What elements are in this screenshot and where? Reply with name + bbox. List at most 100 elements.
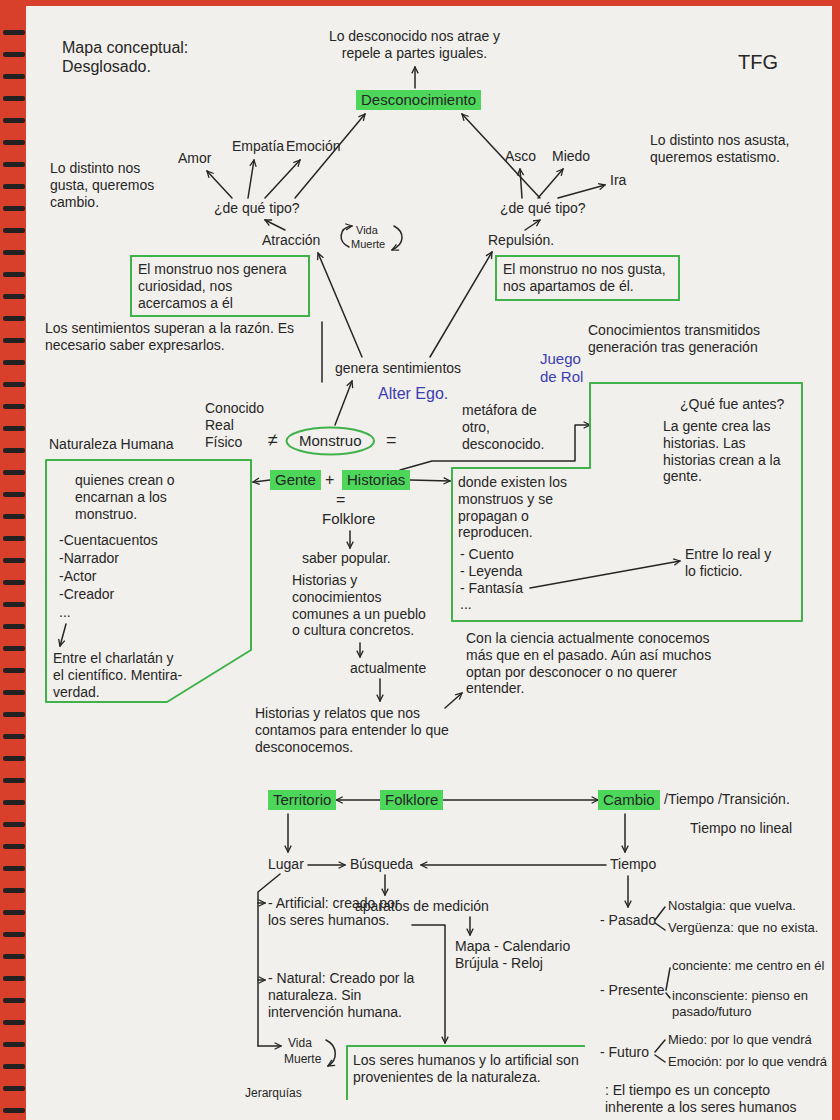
node-text: Territorio [273, 791, 331, 809]
node-text: : El tiempo es un concepto inherente a l… [605, 1082, 810, 1116]
note-text: Miedo: por lo que vendrá [668, 1032, 812, 1048]
arrow-line [287, 814, 289, 852]
arrow-line [525, 220, 540, 230]
arrow-line [462, 114, 540, 198]
note-text: ≠ [268, 430, 278, 452]
note-text: Folklore [322, 510, 375, 528]
highlighted-concept: Territorio [268, 790, 336, 810]
arrow-line [359, 643, 361, 657]
node-text: Desconocimiento [361, 91, 476, 109]
node-text: -Cuentacuentos [59, 532, 158, 549]
arrow-line [520, 169, 522, 198]
highlighted-concept: Cambio [598, 790, 660, 810]
note-text: - Presente [600, 982, 665, 999]
note-text: Vergüenza: que no exista. [668, 920, 818, 936]
note-text: Vida [288, 1036, 312, 1050]
note-text: Empatía [232, 138, 284, 155]
note-text: Tiempo [610, 856, 656, 873]
node-text: ¿Qué fue antes? [680, 396, 784, 413]
note-text: actualmente [350, 660, 426, 677]
node-text: Historias [347, 471, 405, 489]
fork-lines [655, 1040, 665, 1062]
arrow-line [624, 814, 626, 852]
arrow-line [379, 679, 381, 701]
note-text: Muerte [284, 1052, 321, 1066]
note-text: Amor [178, 150, 211, 167]
arrow-line [207, 171, 232, 198]
node-text: -Creador [59, 586, 114, 603]
note-text: Miedo [552, 148, 590, 165]
note-text: Con la ciencia actualmente conocemos más… [466, 630, 721, 697]
node-text: ... [460, 596, 472, 613]
note-text: Historias y conocimientos comunes a un p… [292, 572, 432, 639]
note-text: Los sentimientos superan a la razón. Es … [45, 320, 307, 354]
note-text: Historias y relatos que nos contamos par… [255, 705, 470, 755]
node-text: -Narrador [59, 550, 119, 567]
note-text: - Natural: Creado por la naturaleza. Sin… [268, 970, 438, 1020]
grouping-region: Conocimientos transmitidos generación tr… [450, 318, 805, 623]
note-text: Emoción: por lo que vendrá [668, 1054, 827, 1070]
fork-lines [666, 968, 670, 998]
arrow-line [530, 561, 680, 588]
node-text: Conocimientos transmitidos generación tr… [588, 322, 800, 356]
note-text: Emoción [286, 138, 340, 155]
fork-lines [655, 907, 665, 930]
map-title: Mapa conceptual: Desglosado. [62, 38, 202, 76]
node-text: quienes crean o encarnan a los monstruo. [75, 472, 185, 522]
arrow-line [414, 67, 416, 88]
arrow-line [627, 876, 629, 907]
note-text: Búsqueda [350, 856, 413, 873]
highlighted-concept: Gente [270, 470, 321, 490]
note-text: ¿de qué tipo? [500, 200, 586, 217]
arrow-line [258, 902, 265, 904]
arrow-line [265, 160, 300, 198]
note-text: Conocido Real Físico [205, 400, 265, 450]
connector-arrow [443, 799, 598, 801]
node-text: Entre lo real y lo ficticio. [685, 546, 780, 580]
node-text: Entre el charlatán y el científico. Ment… [53, 650, 188, 700]
node-text: - Leyenda [460, 563, 522, 580]
note-text: Atracción [262, 232, 320, 249]
note-text: TFG [738, 50, 778, 74]
highlighted-concept: Folklore [380, 790, 443, 810]
arrow-line [60, 624, 66, 646]
region-outline [452, 383, 802, 621]
node-text: El monstruo nos genera curiosidad, nos a… [138, 261, 302, 311]
arrow-line [445, 693, 462, 708]
cycle-arrow [326, 1040, 335, 1066]
note-text: Lo distinto nos gusta, queremos cambio. [50, 160, 162, 210]
note-text: conciente: me centro en él [672, 958, 824, 974]
region-outline [46, 460, 251, 702]
connector-layer [253, 425, 598, 800]
note-text: metáfora de otro, desconocido. [462, 402, 546, 452]
note-text: Vida [356, 224, 378, 237]
note-text: Nostalgia: que vuelva. [668, 898, 796, 914]
node-text: El monstruo no nos gusta, nos apartamos … [503, 261, 672, 295]
arrow-line [295, 114, 365, 198]
node-text: Monstruo [299, 432, 362, 450]
note-text: Lugar [268, 856, 304, 873]
concept-oval: Monstruo [285, 426, 376, 456]
paper-sheet [26, 6, 832, 1120]
note-text: Jerarquías [245, 1086, 302, 1100]
node-text: - Fantasía [460, 580, 523, 597]
note-text: Muerte [351, 238, 385, 251]
node-text: - Cuento [460, 546, 514, 563]
node-text: Naturaleza Humana [49, 436, 174, 453]
connector-arrow [410, 480, 450, 481]
arrow-line [384, 875, 386, 895]
highlighted-concept: Desconocimiento [356, 90, 481, 110]
spiral-binding [0, 14, 28, 1114]
note-box: El monstruo nos genera curiosidad, nos a… [130, 255, 310, 317]
node-text: La gente crea las historias. Las histori… [663, 418, 798, 485]
note-text: ¿de qué tipo? [214, 200, 300, 217]
note-text: = [336, 490, 345, 509]
arrow-line [308, 864, 345, 866]
node-text: Los seres humanos y lo artificial son pr… [353, 1052, 593, 1086]
note-text: Lo distinto nos asusta, queremos estatis… [650, 132, 798, 166]
node-text: Folklore [385, 791, 438, 809]
node-text: Cambio [603, 791, 655, 809]
note-text: Mapa - Calendario Brújula - Reloj [455, 938, 580, 972]
note-text: = [386, 430, 397, 452]
